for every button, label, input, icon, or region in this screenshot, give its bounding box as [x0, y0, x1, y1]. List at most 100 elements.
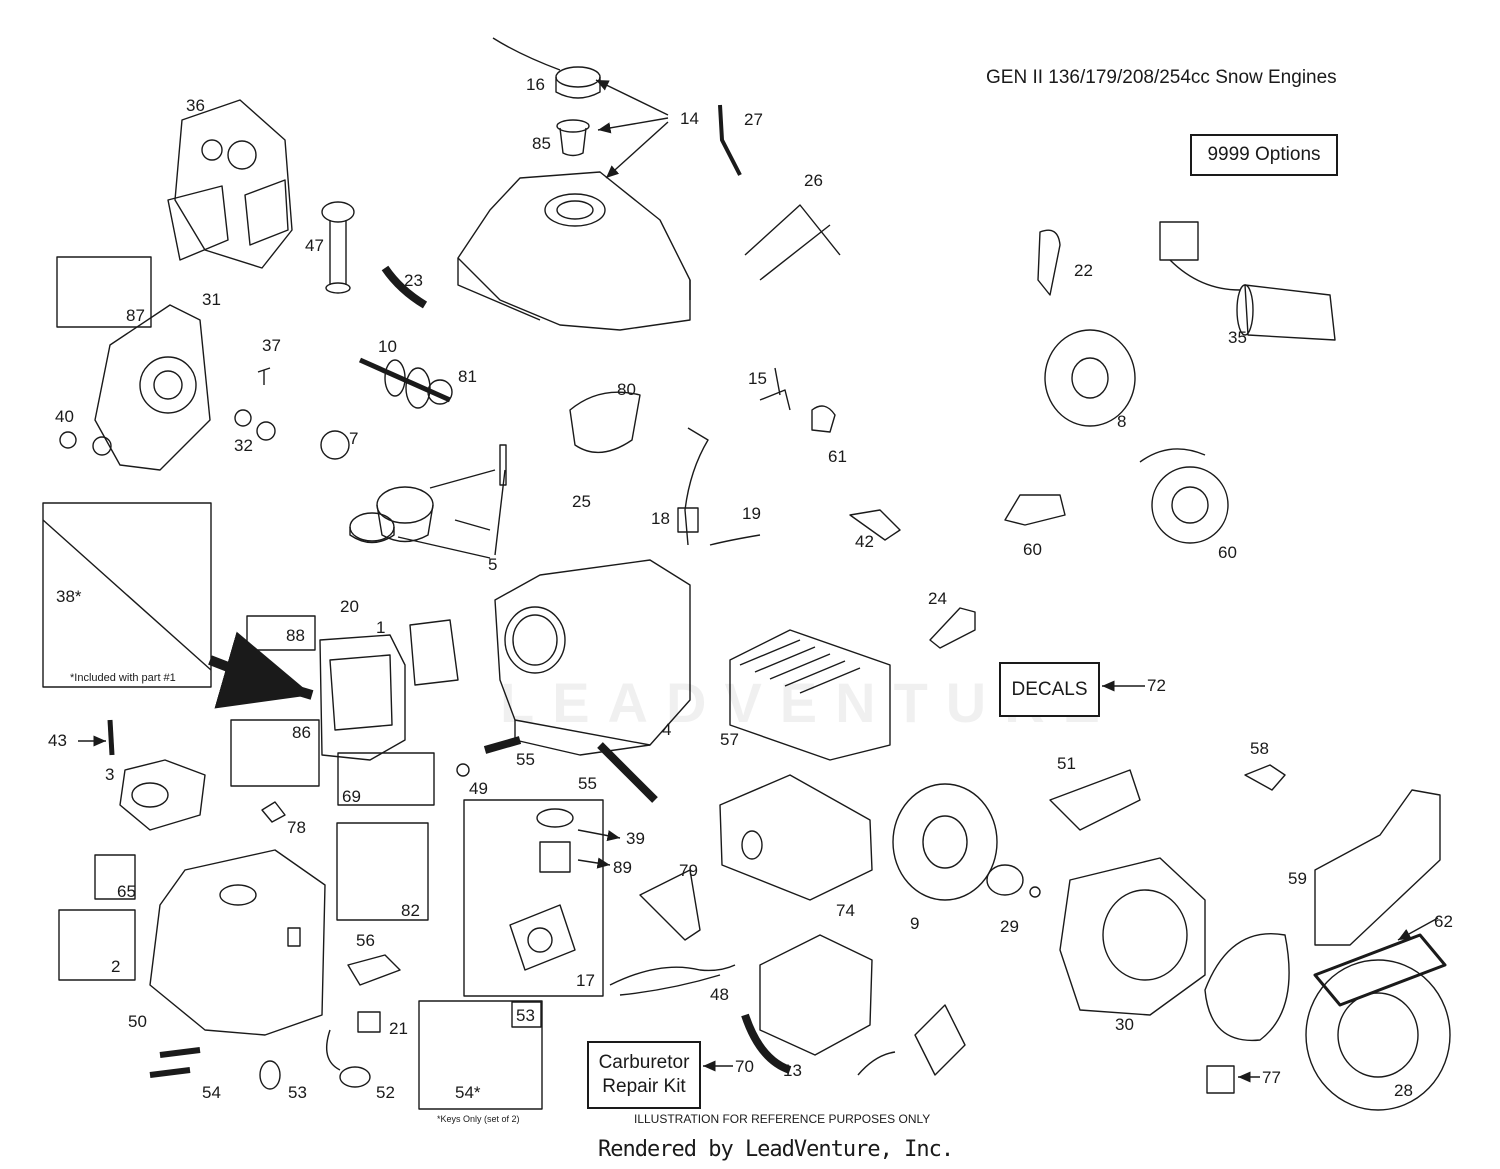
callout-19[interactable]: 19: [742, 504, 761, 523]
callout-1[interactable]: 1: [376, 618, 386, 637]
callout-58[interactable]: 58: [1250, 739, 1269, 758]
callout-14[interactable]: 14: [680, 109, 699, 128]
callout-24[interactable]: 24: [928, 589, 947, 608]
callout-62[interactable]: 62: [1434, 912, 1453, 931]
callout-54-star[interactable]: 54*: [455, 1083, 481, 1102]
drain-plug-part: [59, 431, 77, 449]
callout-16[interactable]: 16: [526, 75, 545, 94]
callout-36[interactable]: 36: [186, 96, 205, 115]
callout-26[interactable]: 26: [804, 171, 823, 190]
callout-53-2[interactable]: 53: [516, 1006, 535, 1025]
callout-55-2[interactable]: 55: [578, 774, 597, 793]
knob-part: [811, 405, 836, 433]
callout-8[interactable]: 8: [1117, 412, 1127, 431]
callout-53-1[interactable]: 53: [288, 1083, 307, 1102]
plate-part: [1049, 769, 1141, 831]
callout-59[interactable]: 59: [1288, 869, 1307, 888]
callout-82[interactable]: 82: [401, 901, 420, 920]
callout-85[interactable]: 85: [532, 134, 551, 153]
muffler-guard-part: [729, 629, 891, 761]
reference-note: ILLUSTRATION FOR REFERENCE PURPOSES ONLY: [634, 1112, 931, 1126]
callout-74[interactable]: 74: [836, 901, 855, 920]
callout-81[interactable]: 81: [458, 367, 477, 386]
fitting-part: [261, 801, 286, 823]
ignition-module-part: [677, 507, 699, 533]
callout-40[interactable]: 40: [55, 407, 74, 426]
callout-4[interactable]: 4: [662, 720, 672, 739]
callout-43[interactable]: 43: [48, 731, 67, 750]
callout-17[interactable]: 17: [576, 971, 595, 990]
arrow-89: [577, 857, 611, 869]
callout-18[interactable]: 18: [651, 509, 670, 528]
decals-box[interactable]: DECALS: [999, 662, 1100, 717]
callout-30[interactable]: 30: [1115, 1015, 1134, 1034]
callout-70[interactable]: 70: [735, 1057, 754, 1076]
callout-60-2[interactable]: 60: [1218, 543, 1237, 562]
callout-78[interactable]: 78: [287, 818, 306, 837]
callout-23[interactable]: 23: [404, 271, 423, 290]
callout-47[interactable]: 47: [305, 236, 324, 255]
blower-housing-part: [1059, 857, 1206, 1016]
primer-hose-part: [326, 1029, 341, 1071]
callout-20[interactable]: 20: [340, 597, 359, 616]
callout-60-1[interactable]: 60: [1023, 540, 1042, 559]
callout-69[interactable]: 69: [342, 787, 361, 806]
callout-65[interactable]: 65: [117, 882, 136, 901]
callout-61[interactable]: 61: [828, 447, 847, 466]
included-arrow: [208, 631, 314, 709]
wire-harness-part-48: [609, 964, 736, 996]
diagram-title: GEN II 136/179/208/254cc Snow Engines: [986, 67, 1337, 88]
carburetor-repair-kit-box[interactable]: Carburetor Repair Kit: [587, 1041, 701, 1109]
callout-15[interactable]: 15: [748, 369, 767, 388]
callout-54[interactable]: 54: [202, 1083, 221, 1102]
callout-9[interactable]: 9: [910, 914, 920, 933]
callout-50[interactable]: 50: [128, 1012, 147, 1031]
callout-52[interactable]: 52: [376, 1083, 395, 1102]
callout-10[interactable]: 10: [378, 337, 397, 356]
electric-starter-part: [1159, 221, 1336, 341]
choke-rod-part: [718, 104, 742, 176]
callout-38-star[interactable]: 38*: [56, 587, 82, 606]
callout-3[interactable]: 3: [105, 765, 115, 784]
options-box[interactable]: 9999 Options: [1190, 134, 1338, 176]
callout-55-1[interactable]: 55: [516, 750, 535, 769]
callout-37[interactable]: 37: [262, 336, 281, 355]
deflector-part: [1314, 789, 1441, 946]
callout-27[interactable]: 27: [744, 110, 763, 129]
callout-89[interactable]: 89: [613, 858, 632, 877]
callout-21[interactable]: 21: [389, 1019, 408, 1038]
callout-57[interactable]: 57: [720, 730, 739, 749]
callout-86[interactable]: 86: [292, 723, 311, 742]
callout-87[interactable]: 87: [126, 306, 145, 325]
footer-credit: Rendered by LeadVenture, Inc.: [598, 1137, 954, 1162]
callout-42[interactable]: 42: [855, 532, 874, 551]
callout-32[interactable]: 32: [234, 436, 253, 455]
callout-35[interactable]: 35: [1228, 328, 1247, 347]
callout-79[interactable]: 79: [679, 861, 698, 880]
callout-80[interactable]: 80: [617, 380, 636, 399]
callout-51[interactable]: 51: [1057, 754, 1076, 773]
callout-13[interactable]: 13: [783, 1061, 802, 1080]
wire-harness-part: [709, 534, 761, 546]
callout-5[interactable]: 5: [488, 555, 498, 574]
bracket-box-2: [58, 909, 136, 981]
callout-56[interactable]: 56: [356, 931, 375, 950]
callout-2[interactable]: 2: [111, 957, 121, 976]
fuel-valve-part: [759, 367, 791, 411]
callout-31[interactable]: 31: [202, 290, 221, 309]
callout-49[interactable]: 49: [469, 779, 488, 798]
clip-part: [1244, 764, 1286, 791]
callout-22[interactable]: 22: [1074, 261, 1093, 280]
callout-77[interactable]: 77: [1262, 1068, 1281, 1087]
callout-39[interactable]: 39: [626, 829, 645, 848]
callout-25[interactable]: 25: [572, 492, 591, 511]
callout-29[interactable]: 29: [1000, 917, 1019, 936]
piston-assembly-part: [349, 444, 507, 559]
callout-48[interactable]: 48: [710, 985, 729, 1004]
callout-88[interactable]: 88: [286, 626, 305, 645]
callout-7[interactable]: 7: [349, 429, 359, 448]
callout-28[interactable]: 28: [1394, 1081, 1413, 1100]
callout-72[interactable]: 72: [1147, 676, 1166, 695]
